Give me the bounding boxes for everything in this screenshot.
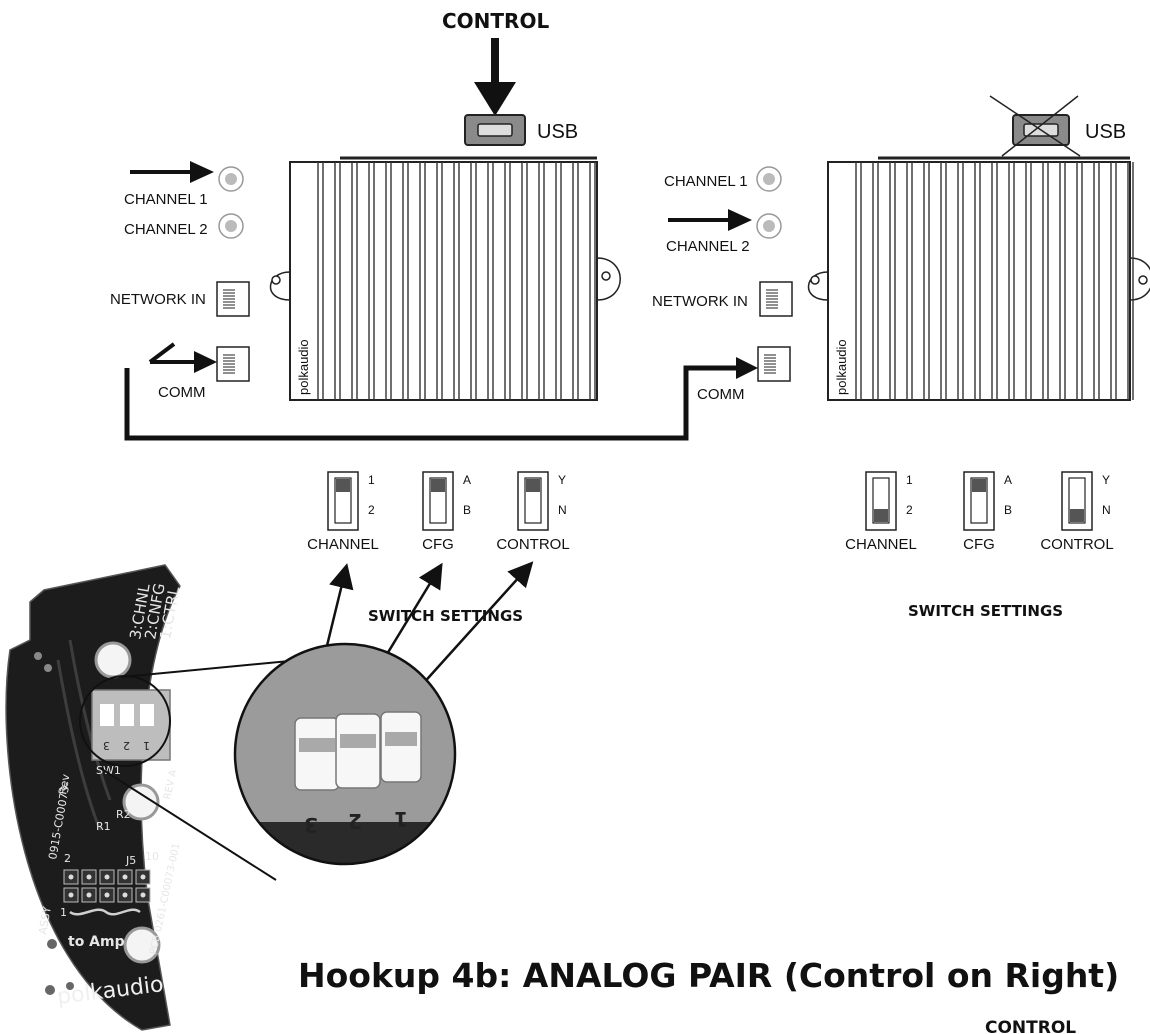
switch-top-mark: 1 bbox=[906, 473, 913, 487]
pcb-silk-to-amp: to Amp bbox=[68, 934, 125, 950]
pcb-mount-hole-1 bbox=[94, 641, 132, 679]
switch-control: Y N CONTROL bbox=[496, 471, 570, 553]
switch-bottom-mark: B bbox=[1004, 503, 1012, 517]
network-in-port-left bbox=[216, 281, 250, 317]
pcb-silk-1: 1 bbox=[60, 906, 67, 919]
comm-label-left: COMM bbox=[158, 384, 206, 401]
switch-name-label: CONTROL bbox=[1040, 536, 1113, 553]
comm-arrow-left bbox=[148, 342, 217, 373]
channel2-arrow-right bbox=[668, 209, 752, 231]
pcb-silk-rev: Rev bbox=[56, 773, 72, 796]
switch-cfg: A B CFG bbox=[963, 471, 1012, 553]
switch-knob bbox=[874, 509, 888, 522]
pcb-silk-rev-a: REV A bbox=[162, 769, 179, 801]
mount-tab-right-a bbox=[807, 271, 829, 301]
switch-top-mark: Y bbox=[1102, 473, 1110, 487]
comm-port-right bbox=[757, 346, 791, 382]
comm-port-left bbox=[216, 346, 250, 382]
amp-right-brand: polkaudio bbox=[834, 339, 849, 395]
pcb-mount-hole-2 bbox=[122, 783, 160, 821]
closeup-digit-1: 1 bbox=[394, 807, 408, 831]
channel2-label-right: CHANNEL 2 bbox=[666, 238, 750, 255]
switch-top-mark: A bbox=[1004, 473, 1012, 487]
channel1-arrow-left bbox=[130, 161, 214, 183]
switch-cfg: A B CFG bbox=[422, 471, 471, 553]
switch-control: Y N CONTROL bbox=[1040, 471, 1114, 553]
usb-label-right: USB bbox=[1085, 121, 1126, 143]
switch-name-label: CFG bbox=[963, 536, 995, 553]
pcb-silk-r1: R1 bbox=[96, 820, 111, 833]
magnifier-small-ring bbox=[79, 675, 171, 767]
usb-cross-icon bbox=[989, 95, 1081, 157]
control-arrow-down bbox=[474, 38, 516, 116]
pcb-mount-hole-3 bbox=[123, 926, 161, 964]
switch-name-label: CHANNEL bbox=[845, 536, 917, 553]
usb-port-left bbox=[464, 114, 526, 146]
switch-knob bbox=[431, 479, 445, 492]
closeup-digit-2: 2 bbox=[348, 809, 362, 833]
control-label-top: CONTROL bbox=[442, 9, 549, 33]
closeup-digit-3: 3 bbox=[304, 813, 318, 837]
network-in-label-right: NETWORK IN bbox=[652, 293, 748, 310]
channel1-label-right: CHANNEL 1 bbox=[664, 173, 748, 190]
switch-name-label: CHANNEL bbox=[307, 536, 379, 553]
dip-switch-closeup: 3 2 1 bbox=[233, 642, 457, 866]
comm-link-cable bbox=[124, 365, 740, 441]
pcb-silk-r2: R2 bbox=[116, 808, 131, 821]
usb-label-left: USB bbox=[537, 121, 578, 143]
switch-top-mark: Y bbox=[558, 473, 566, 487]
magnifier-line-top bbox=[121, 659, 301, 678]
switch-bottom-mark: N bbox=[1102, 503, 1111, 517]
channel2-label-left: CHANNEL 2 bbox=[124, 221, 208, 238]
switch-bottom-mark: B bbox=[463, 503, 471, 517]
switch-knob bbox=[336, 479, 350, 492]
pcb-silk-sw1: SW1 bbox=[96, 764, 121, 777]
amp-right: polkaudio bbox=[807, 156, 1150, 401]
magnifier-line-bottom bbox=[99, 767, 277, 881]
pcb-header-pins bbox=[63, 869, 151, 903]
network-in-label-left: NETWORK IN bbox=[110, 291, 206, 308]
network-in-port-right bbox=[759, 281, 793, 317]
pcb-silk-2: 2 bbox=[64, 852, 71, 865]
switch-bottom-mark: N bbox=[558, 503, 567, 517]
pcb-switch-digit-1: 1 bbox=[143, 739, 150, 752]
amp-left-brand: polkaudio bbox=[296, 339, 311, 395]
switch-bottom-mark: 2 bbox=[368, 503, 375, 517]
control-label-bottom-cut: CONTROL bbox=[985, 1018, 1076, 1034]
comm-label-right: COMM bbox=[697, 386, 745, 403]
pcb-switch-digit-3: 3 bbox=[103, 739, 110, 752]
amp-left: polkaudio bbox=[269, 156, 621, 401]
pcb-silk-j5: J5 bbox=[125, 854, 136, 867]
switch-knob bbox=[1070, 509, 1084, 522]
switch-top-mark: A bbox=[463, 473, 471, 487]
pcb-board: 3 2 1 3:CHNL 2:CNFG 1:CTRL SW1 Rev 0915-… bbox=[5, 564, 183, 1031]
switch-name-label: CFG bbox=[422, 536, 454, 553]
pcb-silk-10: 10 bbox=[145, 850, 159, 863]
pcb-silk-assy: ASSY bbox=[36, 905, 54, 935]
switch-name-label: CONTROL bbox=[496, 536, 569, 553]
switch-settings-label-left: SWITCH SETTINGS bbox=[368, 607, 523, 625]
switch-top-mark: 1 bbox=[368, 473, 375, 487]
amp-left-body bbox=[289, 161, 598, 401]
page-title: Hookup 4b: ANALOG PAIR (Control on Right… bbox=[298, 956, 1119, 995]
switch-bottom-mark: 2 bbox=[906, 503, 913, 517]
switch-knob bbox=[526, 479, 540, 492]
comm-arrow-right bbox=[736, 357, 758, 379]
channel1-label-left: CHANNEL 1 bbox=[124, 191, 208, 208]
pcb-switch-digit-2: 2 bbox=[123, 739, 130, 752]
switch-knob bbox=[972, 479, 986, 492]
switch-settings-label-right: SWITCH SETTINGS bbox=[908, 602, 1063, 620]
